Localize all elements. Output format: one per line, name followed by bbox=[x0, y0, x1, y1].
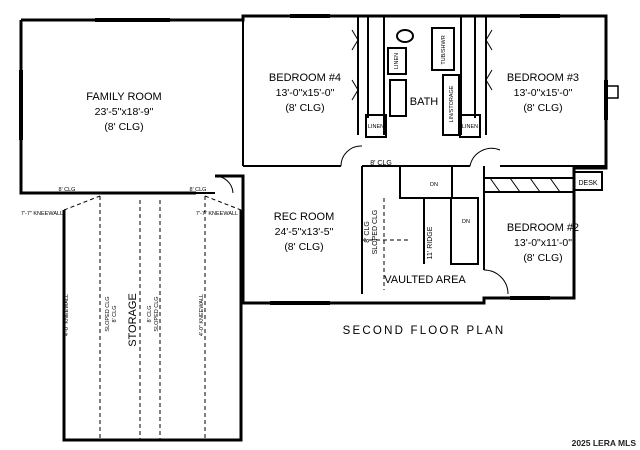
interior-walls bbox=[196, 16, 606, 294]
sloped-ceiling-right-a: 8' CLG bbox=[147, 306, 153, 323]
bedroom2-dims: 13'-0"x11'-0" bbox=[514, 237, 572, 249]
sloped-ceiling-left-a: SLOPED CLG bbox=[105, 296, 111, 331]
desk-label: DESK bbox=[578, 180, 597, 187]
stair-dn-bottom: DN bbox=[462, 219, 470, 225]
bedroom3-ceiling: (8' CLG) bbox=[523, 102, 562, 114]
family-room-name: FAMILY ROOM bbox=[86, 91, 161, 103]
rec-sloped-b: SLOPED CLG bbox=[372, 210, 379, 255]
sloped-ceiling-right-b: SLOPED CLG bbox=[154, 296, 160, 331]
ceiling-note-hall: 8' CLG bbox=[370, 160, 392, 167]
family-room-dims: 23'-5"x18'-9" bbox=[95, 106, 154, 118]
kneewall-vert-right: 4'-0" KNEEWALL bbox=[199, 294, 205, 336]
bath-label: BATH bbox=[410, 96, 439, 108]
window-marks bbox=[19, 14, 608, 305]
chimney bbox=[605, 85, 619, 99]
closet-zigzags bbox=[351, 29, 493, 101]
rec-sloped-a: 8' CLG bbox=[364, 221, 371, 243]
rec-room-dims: 24'-5"x13'-5" bbox=[275, 226, 334, 238]
tub-shwr-label: TUB/SHWR bbox=[441, 35, 447, 64]
bedroom3-dims: 13'-0"x15'-0" bbox=[514, 87, 573, 99]
bedroom3-name: BEDROOM #3 bbox=[507, 72, 579, 84]
bedroom3-label: BEDROOM #3 13'-0"x15'-0" (8' CLG) bbox=[507, 72, 579, 114]
rec-room-name: REC ROOM bbox=[274, 211, 335, 223]
bedroom2-name: BEDROOM #2 bbox=[507, 222, 579, 234]
sloped-ceiling-left-b: 8' CLG bbox=[112, 306, 118, 323]
watermark: 2025 LERA MLS bbox=[572, 438, 637, 448]
vaulted-area-label: VAULTED AREA bbox=[384, 274, 466, 286]
plan-title: SECOND FLOOR PLAN bbox=[343, 325, 506, 337]
linen-right-label: LINEN bbox=[462, 124, 478, 130]
ceiling-note-mid: 8' CLG bbox=[190, 187, 207, 193]
kneewall-vert-left: 4'-0" KNEEWALL bbox=[64, 294, 70, 336]
ceiling-note-left: 8' CLG bbox=[59, 187, 76, 193]
ridge-label: 11' RIDGE bbox=[427, 226, 434, 259]
linen-top-label: LINEN bbox=[394, 53, 400, 69]
bedroom4-ceiling: (8' CLG) bbox=[285, 102, 324, 114]
family-room-ceiling: (8' CLG) bbox=[104, 121, 143, 133]
door-swings bbox=[214, 145, 561, 295]
storage-label: STORAGE bbox=[127, 293, 139, 347]
kneewall-right: 7'-7" KNEEWALL bbox=[196, 211, 238, 217]
family-room-label: FAMILY ROOM 23'-5"x18'-9" (8' CLG) bbox=[86, 91, 161, 133]
bedroom4-name: BEDROOM #4 bbox=[269, 72, 341, 84]
rec-room-label: REC ROOM 24'-5"x13'-5" (8' CLG) bbox=[274, 211, 335, 253]
lin-storage-label: LIN/STORAGE bbox=[449, 85, 455, 122]
bedroom4-label: BEDROOM #4 13'-0"x15'-0" (8' CLG) bbox=[269, 72, 341, 114]
bedroom2-label: BEDROOM #2 13'-0"x11'-0" (8' CLG) bbox=[507, 222, 579, 264]
stair-dn-top: DN bbox=[430, 182, 438, 188]
bedroom4-dims: 13'-0"x15'-0" bbox=[276, 87, 335, 99]
linen-left-label: LINEN bbox=[368, 124, 384, 130]
bedroom2-ceiling: (8' CLG) bbox=[523, 252, 562, 264]
kneewall-left: 7'-7" KNEEWALL bbox=[21, 211, 63, 217]
rec-room-ceiling: (8' CLG) bbox=[284, 241, 323, 253]
dashed-slope-lines bbox=[63, 195, 410, 440]
